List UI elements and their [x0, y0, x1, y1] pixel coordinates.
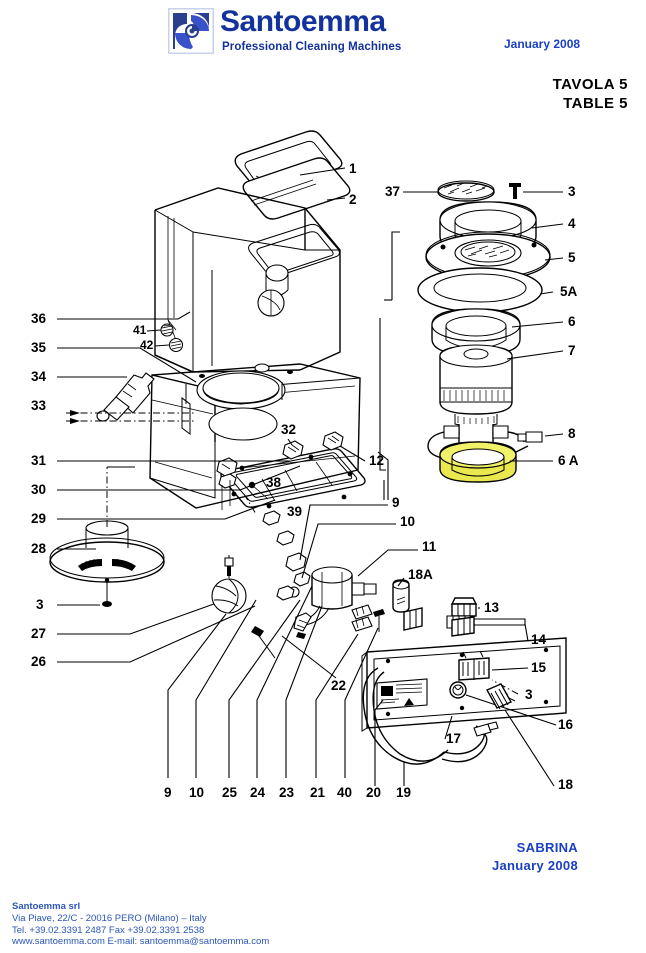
callout-20: 20	[366, 785, 382, 800]
callout-25: 25	[222, 785, 238, 800]
part-bolt-22	[251, 626, 276, 659]
callout-10-right: 10	[400, 514, 416, 529]
callout-15: 15	[531, 660, 547, 675]
part-ring-6	[431, 308, 521, 356]
part-float-ball-27	[211, 555, 247, 614]
callout-3-left: 3	[36, 597, 44, 612]
callout-9-right: 9	[392, 495, 400, 510]
brand-name: Santoemma	[220, 5, 386, 38]
brand-tagline: Professional Cleaning Machines	[222, 41, 402, 53]
callout-41: 41	[133, 323, 147, 337]
callout-27: 27	[31, 626, 47, 641]
part-nozzle-34	[96, 372, 155, 422]
footer-date: January 2008	[492, 858, 578, 873]
callout-6a: 6 A	[558, 453, 579, 468]
part-gasket-2	[242, 157, 351, 220]
callout-5: 5	[568, 250, 576, 265]
callout-19: 19	[396, 785, 412, 800]
part-motor-housing-7	[439, 344, 513, 428]
part-grommet-42	[168, 337, 184, 353]
callout-28: 28	[31, 541, 47, 556]
header-date: January 2008	[504, 37, 581, 51]
callout-40: 40	[337, 785, 353, 800]
callout-31: 31	[31, 453, 47, 468]
part-harness-14	[446, 615, 526, 629]
part-screw-top-3	[509, 183, 521, 199]
part-clamp-31	[216, 457, 238, 477]
part-clamp-12	[322, 431, 344, 451]
part-clamp-32	[282, 440, 304, 460]
brand-header: Santoemma Professional Cleaning Machines	[168, 5, 498, 60]
callout-18: 18	[558, 777, 574, 792]
part-filter-18a	[392, 579, 410, 613]
part-fittings-cluster	[218, 473, 311, 601]
callout-8: 8	[568, 426, 576, 441]
callout-17: 17	[446, 731, 462, 746]
callout-42: 42	[140, 338, 154, 352]
callout-26: 26	[31, 654, 47, 669]
callout-38: 38	[266, 475, 282, 490]
callout-21: 21	[310, 785, 326, 800]
table-number-en: TABLE 5	[563, 95, 628, 112]
part-spring-40	[351, 604, 373, 632]
callout-3-top: 3	[568, 184, 576, 199]
callout-14: 14	[531, 632, 547, 647]
callout-35: 35	[31, 340, 47, 355]
callout-12: 12	[369, 453, 385, 468]
callout-13: 13	[484, 600, 500, 615]
callout-10-bottom: 10	[189, 785, 205, 800]
callout-4: 4	[568, 216, 576, 231]
callout-6: 6	[568, 314, 576, 329]
callout-34: 34	[31, 369, 47, 384]
callout-7: 7	[568, 343, 576, 358]
company-name: Santoemma srl	[12, 901, 81, 912]
part-connector-cluster	[403, 607, 475, 637]
callout-1: 1	[349, 161, 357, 176]
table-number-it: TAVOLA 5	[552, 76, 628, 93]
callout-36: 36	[31, 311, 47, 326]
company-address-block: Santoemma srl Via Piave, 22/C - 20016 PE…	[12, 901, 269, 948]
callout-39: 39	[287, 504, 303, 519]
santoemma-swirl-logo-icon	[168, 8, 214, 54]
callout-22: 22	[331, 678, 347, 693]
callout-37: 37	[385, 184, 401, 199]
part-screw-right-3	[497, 690, 516, 702]
callout-32: 32	[281, 422, 297, 437]
part-pump-motor	[294, 566, 377, 639]
callout-33: 33	[31, 398, 47, 413]
callout-18a: 18A	[408, 567, 433, 582]
part-grommet-41	[160, 323, 174, 337]
part-screw-25	[373, 609, 385, 632]
part-gasket-5a	[417, 267, 543, 315]
callout-16: 16	[558, 717, 574, 732]
callout-11: 11	[422, 539, 437, 554]
part-tank-body	[154, 187, 341, 373]
company-street: Via Piave, 22/C - 20016 PERO (Milano) – …	[12, 912, 207, 924]
callout-2: 2	[349, 192, 357, 207]
company-web: www.santoemma.com E-mail: santoemma@sant…	[12, 936, 270, 948]
callout-24: 24	[250, 785, 266, 800]
part-switch-13	[450, 597, 478, 617]
part-motor-lower-8	[427, 424, 543, 462]
part-lid-1	[234, 130, 343, 194]
company-phone: Tel. +39.02.3391 2487 Fax +39.02.3391 25…	[12, 924, 205, 936]
model-name: SABRINA	[516, 840, 578, 855]
part-motor-plate-5	[425, 231, 551, 282]
callout-9-bottom: 9	[164, 785, 172, 800]
part-power-cord-19	[362, 667, 499, 765]
part-ring-6a-highlighted	[439, 441, 517, 483]
part-brush-disc-28	[49, 520, 165, 607]
part-chassis-base	[149, 363, 366, 515]
callout-3-panel: 3	[525, 687, 533, 702]
callout-30: 30	[31, 482, 47, 497]
part-bracket-21	[293, 612, 312, 632]
part-ring-4	[439, 201, 537, 255]
part-control-panel-17	[361, 637, 567, 732]
callout-5a: 5A	[560, 284, 578, 299]
part-pad-37	[437, 180, 495, 202]
callout-23: 23	[279, 785, 295, 800]
part-connector-18	[486, 683, 512, 710]
callout-29: 29	[31, 511, 47, 526]
